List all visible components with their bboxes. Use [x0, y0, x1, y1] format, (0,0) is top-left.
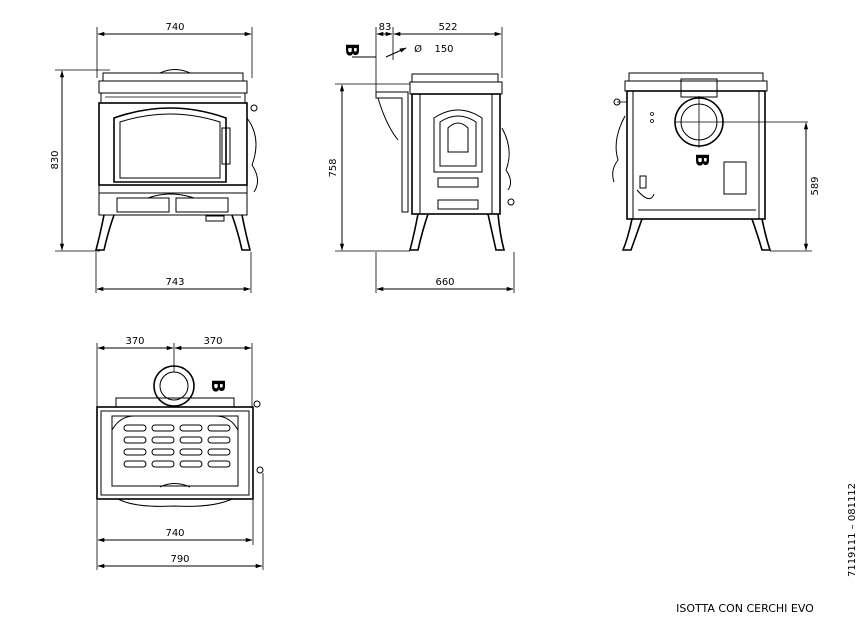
side-connection-label: B: [341, 43, 362, 57]
top-width-outer-label: 790: [170, 554, 189, 565]
front-height-label: 830: [50, 150, 61, 169]
side-flue-symbol: Ø: [414, 43, 422, 55]
top-half-left-label: 370: [125, 336, 144, 347]
side-depth-top-label: 522: [438, 22, 457, 33]
side-offset-label: 83: [379, 22, 392, 33]
side-height-label: 758: [328, 158, 339, 177]
side-depth-base-label: 660: [435, 277, 454, 288]
drawing-code: 7119111 – 081112: [847, 483, 858, 577]
front-width-base-label: 743: [165, 277, 184, 288]
top-half-right-label: 370: [203, 336, 222, 347]
drawing-title: ISOTTA CON CERCHI EVO: [676, 602, 814, 615]
top-connection-label: B: [207, 379, 228, 393]
front-view: 740 830 743: [50, 22, 258, 293]
top-view: 370 370 B: [96, 336, 264, 570]
rear-outlet-height-label: 589: [810, 176, 821, 195]
top-width-inner-label: 740: [165, 528, 184, 539]
rear-view: B 589: [612, 72, 821, 252]
front-width-top-label: 740: [165, 22, 184, 33]
hob-slots: [123, 424, 231, 468]
side-view: 83 522 B Ø 150 758 660: [328, 22, 515, 293]
side-flue-diameter-label: 150: [434, 44, 453, 55]
rear-connection-label: B: [691, 153, 712, 167]
